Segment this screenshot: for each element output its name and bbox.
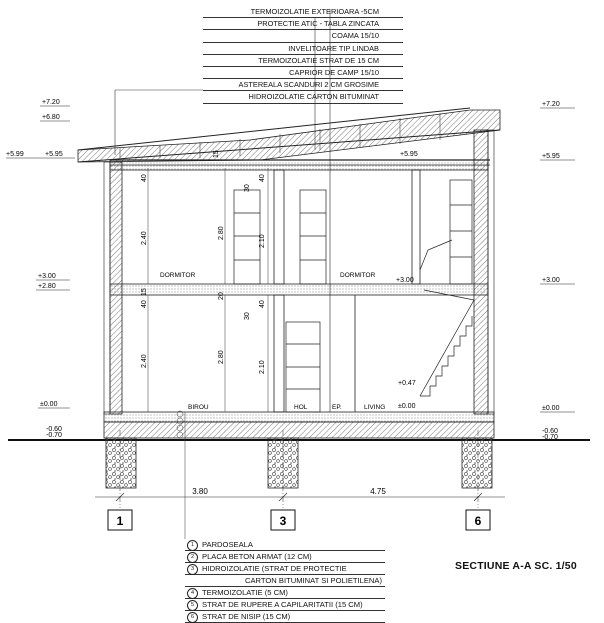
roof-legend-item: HIDROIZOLATIE CARTON BITUMINAT (203, 91, 403, 104)
floor-legend-number: 2 (187, 551, 198, 563)
dimension-line (95, 492, 505, 502)
dim-wall-mid-left: 40 (141, 300, 148, 308)
dim-door-lower: 2.10 (259, 360, 266, 374)
axis-bubble-1: 1 (107, 509, 133, 531)
level-inner-roof: +5.95 (400, 151, 418, 158)
dim-height-lower: 2.40 (141, 354, 148, 368)
floor-legend-number: 6 (187, 611, 198, 623)
floor-legend-item: 1 PARDOSEALA (185, 539, 385, 551)
room-dormitor-right: DORMITOR (340, 272, 376, 279)
level-left-floor1-b: +2.80 (38, 283, 56, 290)
level-left-top: +7.20 (42, 99, 60, 106)
room-dormitor-left: DORMITOR (160, 272, 196, 279)
room-ep: EP. (332, 404, 342, 411)
svg-text:6: 6 (475, 514, 482, 528)
level-inner-living: ±0.00 (398, 403, 416, 410)
floor-legend-text: TERMOIZOLATIE (5 CM) (202, 588, 288, 597)
floor-legend-text: STRAT DE RUPERE A CAPILARITATII (15 CM) (202, 600, 363, 609)
dim-height-upper-total: 2.80 (218, 226, 225, 240)
span-3-6: 4.75 (370, 487, 386, 496)
dim-slab-mid-right: 20 (218, 292, 225, 300)
span-1-3: 3.80 (192, 487, 208, 496)
level-right-roof: +5.95 (542, 153, 560, 160)
roof-legend-item: TERMOIZOLATIE STRAT DE 15 CM (203, 55, 403, 67)
roof (77, 107, 501, 166)
roof-legend-item: PROTECTIE ATIC - TABLA ZINCATA (203, 18, 403, 31)
dim-slab-mid: 15 (141, 288, 148, 296)
dim-wall-top-left: 40 (141, 174, 148, 182)
axis-bubble-6: 6 (465, 509, 491, 531)
roof-legend-item: INVELITOARE TIP LINDAB (203, 43, 403, 55)
level-left-ext-a: -0.60 (46, 426, 62, 433)
room-birou: BIROU (188, 404, 209, 411)
floor-legend: 1 PARDOSEALA 2 PLACA BETON ARMAT (12 CM) 3… (185, 539, 385, 623)
level-left-roof-b: +5.95 (45, 151, 63, 158)
floor-legend-item: 5 STRAT DE RUPERE A CAPILARITATII (15 CM) (185, 599, 385, 611)
dim-slab-top: 15 (213, 150, 220, 158)
level-right-ext-b: -0.70 (542, 434, 558, 441)
floor-legend-text: HIDROIZOLATIE (STRAT DE PROTECTIE (202, 564, 347, 573)
roof-legend-item: TERMOIZOLATIE EXTERIOARA -5CM (203, 6, 403, 19)
axis-bubble-3: 3 (270, 509, 296, 531)
level-left-roof-a: +5.99 (6, 151, 24, 158)
dim-door-top-upper: 30 (244, 184, 251, 192)
ground (8, 437, 590, 489)
dim-door-top-lower2: 40 (259, 300, 266, 308)
floor-legend-text: CARTON BITUMINAT SI POLIETILENA) (245, 576, 382, 585)
roof-legend-item: ASTEREALA SCANDURI 2 CM GROSIME (203, 79, 403, 92)
roof-legend-item: COAMA 15/10 (203, 30, 403, 43)
floor-legend-item: CARTON BITUMINAT SI POLIETILENA) (185, 575, 385, 587)
level-right-top: +7.20 (542, 101, 560, 108)
svg-text:1: 1 (117, 514, 124, 528)
floor-legend-text: PARDOSEALA (202, 540, 253, 549)
walls (103, 129, 495, 439)
drawing-title: SECTIUNE A-A SC. 1/50 (455, 560, 577, 572)
doors (233, 179, 473, 413)
room-hol: HOL (294, 404, 308, 411)
roof-legend: TERMOIZOLATIE EXTERIOARA -5CM PROTECTIE … (203, 6, 403, 104)
level-left-ext-b: -0.70 (46, 432, 62, 439)
stairs (419, 239, 475, 397)
level-left-floor1-a: +3.00 (38, 273, 56, 280)
floor-legend-text: STRAT DE NISIP (15 CM) (202, 612, 291, 621)
level-right-ext-a: -0.60 (542, 428, 558, 435)
floor-legend-item: 6 STRAT DE NISIP (15 CM) (185, 611, 385, 623)
dim-door-top-lower: 30 (244, 312, 251, 320)
level-left-ground: ±0.00 (40, 401, 58, 408)
axis-lines (119, 430, 479, 508)
level-right-floor1: +3.00 (542, 277, 560, 284)
dim-door-top-upper2: 40 (259, 174, 266, 182)
floor-legend-item: 4 TERMOIZOLATIE (5 CM) (185, 587, 385, 599)
floor-legend-number: 5 (187, 599, 198, 611)
svg-text:3: 3 (280, 514, 287, 528)
floor-legend-item: 3 HIDROIZOLATIE (STRAT DE PROTECTIE (185, 563, 385, 575)
dim-height-upper: 2.40 (141, 231, 148, 245)
floor-legend-number: 3 (187, 563, 198, 575)
floor-legend-item: 2 PLACA BETON ARMAT (12 CM) (185, 551, 385, 563)
dim-height-lower-total: 2.80 (218, 350, 225, 364)
level-inner-floor1: +3.00 (396, 277, 414, 284)
level-left-eave: +6.80 (42, 114, 60, 121)
level-right-ground: ±0.00 (542, 405, 560, 412)
floor-legend-number: 1 (187, 539, 198, 551)
level-inner-landing: +0.47 (398, 380, 416, 387)
dim-door-upper: 2.10 (259, 234, 266, 248)
floor-legend-text: PLACA BETON ARMAT (12 CM) (202, 552, 312, 561)
roof-legend-item: CAPRIOR DE CAMP 15/10 (203, 67, 403, 80)
room-living: LIVING (364, 404, 385, 411)
floor-legend-number: 4 (187, 587, 198, 599)
